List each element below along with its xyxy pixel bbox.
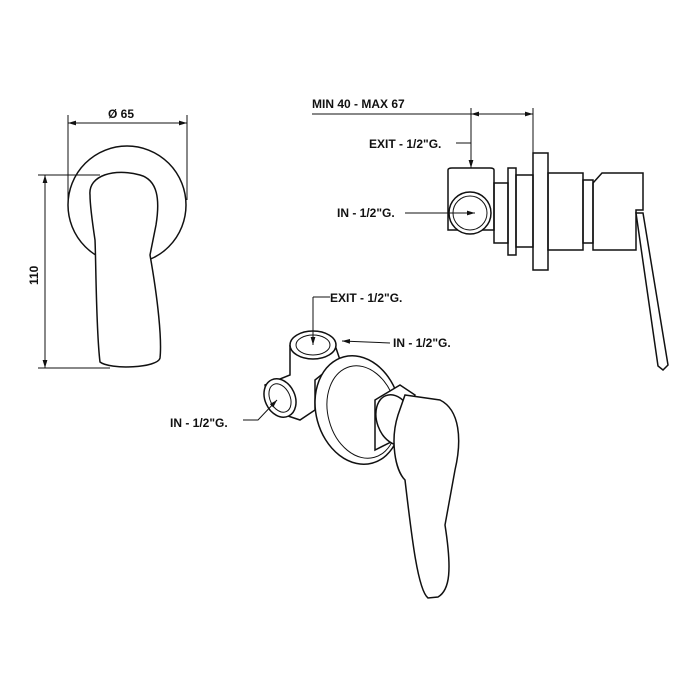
lever-side [635,212,669,372]
iso-in-right-label: IN - 1/2"G. [393,336,451,350]
front-view: Ø 65 110 [27,107,188,369]
side-in-label: IN - 1/2"G. [337,206,395,220]
valve-body [447,167,495,231]
diameter-label: Ø 65 [108,107,134,121]
escutcheon-side [532,152,549,271]
lever-handle [89,171,162,368]
cartridge-cover [547,172,584,251]
height-dimension: 110 [27,174,110,369]
side-view: MIN 40 - MAX 67 EXIT - 1/2"G. IN - 1/2"G… [312,97,669,372]
diameter-dimension: Ø 65 [67,107,188,200]
height-label: 110 [27,265,41,285]
iso-view: EXIT - 1/2"G. IN - 1/2"G. IN - 1/2"G. [170,291,460,599]
iso-exit-label: EXIT - 1/2"G. [330,291,402,305]
side-exit-label: EXIT - 1/2"G. [369,137,441,151]
handle-body-side [592,172,644,251]
mounting-flange [507,167,517,256]
iso-lever-handle [393,394,460,599]
iso-in-left-label: IN - 1/2"G. [170,416,228,430]
depth-label: MIN 40 - MAX 67 [312,97,405,111]
